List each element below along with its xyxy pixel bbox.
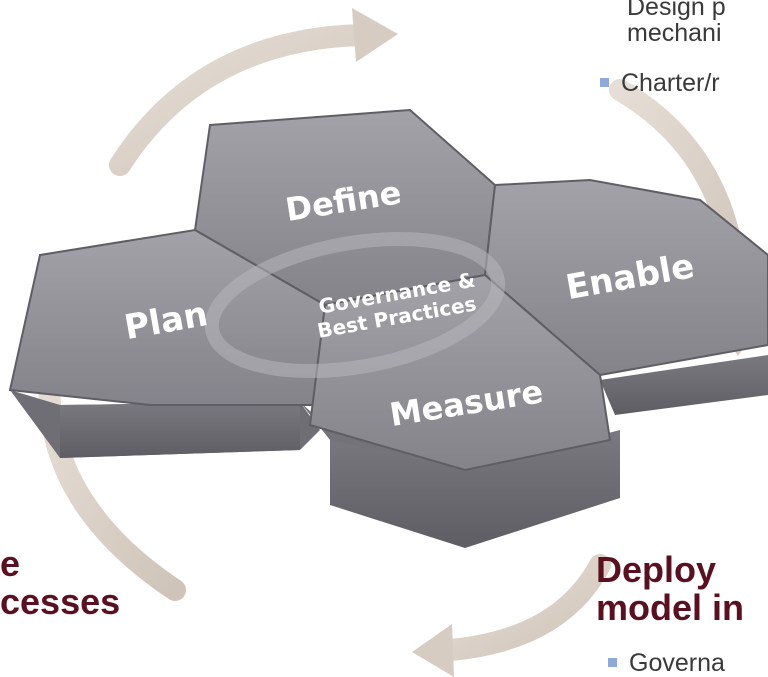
- arrow-bottom: [412, 554, 611, 677]
- hex-measure: [308, 273, 612, 472]
- top-right-line1: Design p: [627, 0, 726, 21]
- arrow-top: [109, 8, 398, 176]
- bottom-right-bullet-item: Governa: [608, 650, 725, 677]
- bottom-left-heading-line1: e: [0, 543, 21, 584]
- center-swirl: [204, 231, 506, 379]
- bottom-right-heading-line2: model in: [596, 587, 745, 628]
- bullet-icon: [608, 657, 617, 667]
- bottom-right-bullet-text: Governa: [629, 649, 725, 677]
- top-right-bullet-item: Charter/r: [600, 70, 720, 97]
- hex-sides: [10, 355, 768, 548]
- top-right-bullet-text: Charter/r: [621, 69, 720, 97]
- top-right-line2: mechani: [627, 19, 722, 47]
- bullet-icon: [600, 77, 609, 87]
- bottom-right-heading-line1: Deploy: [596, 549, 717, 590]
- bottom-left-heading-line2: cesses: [0, 581, 121, 622]
